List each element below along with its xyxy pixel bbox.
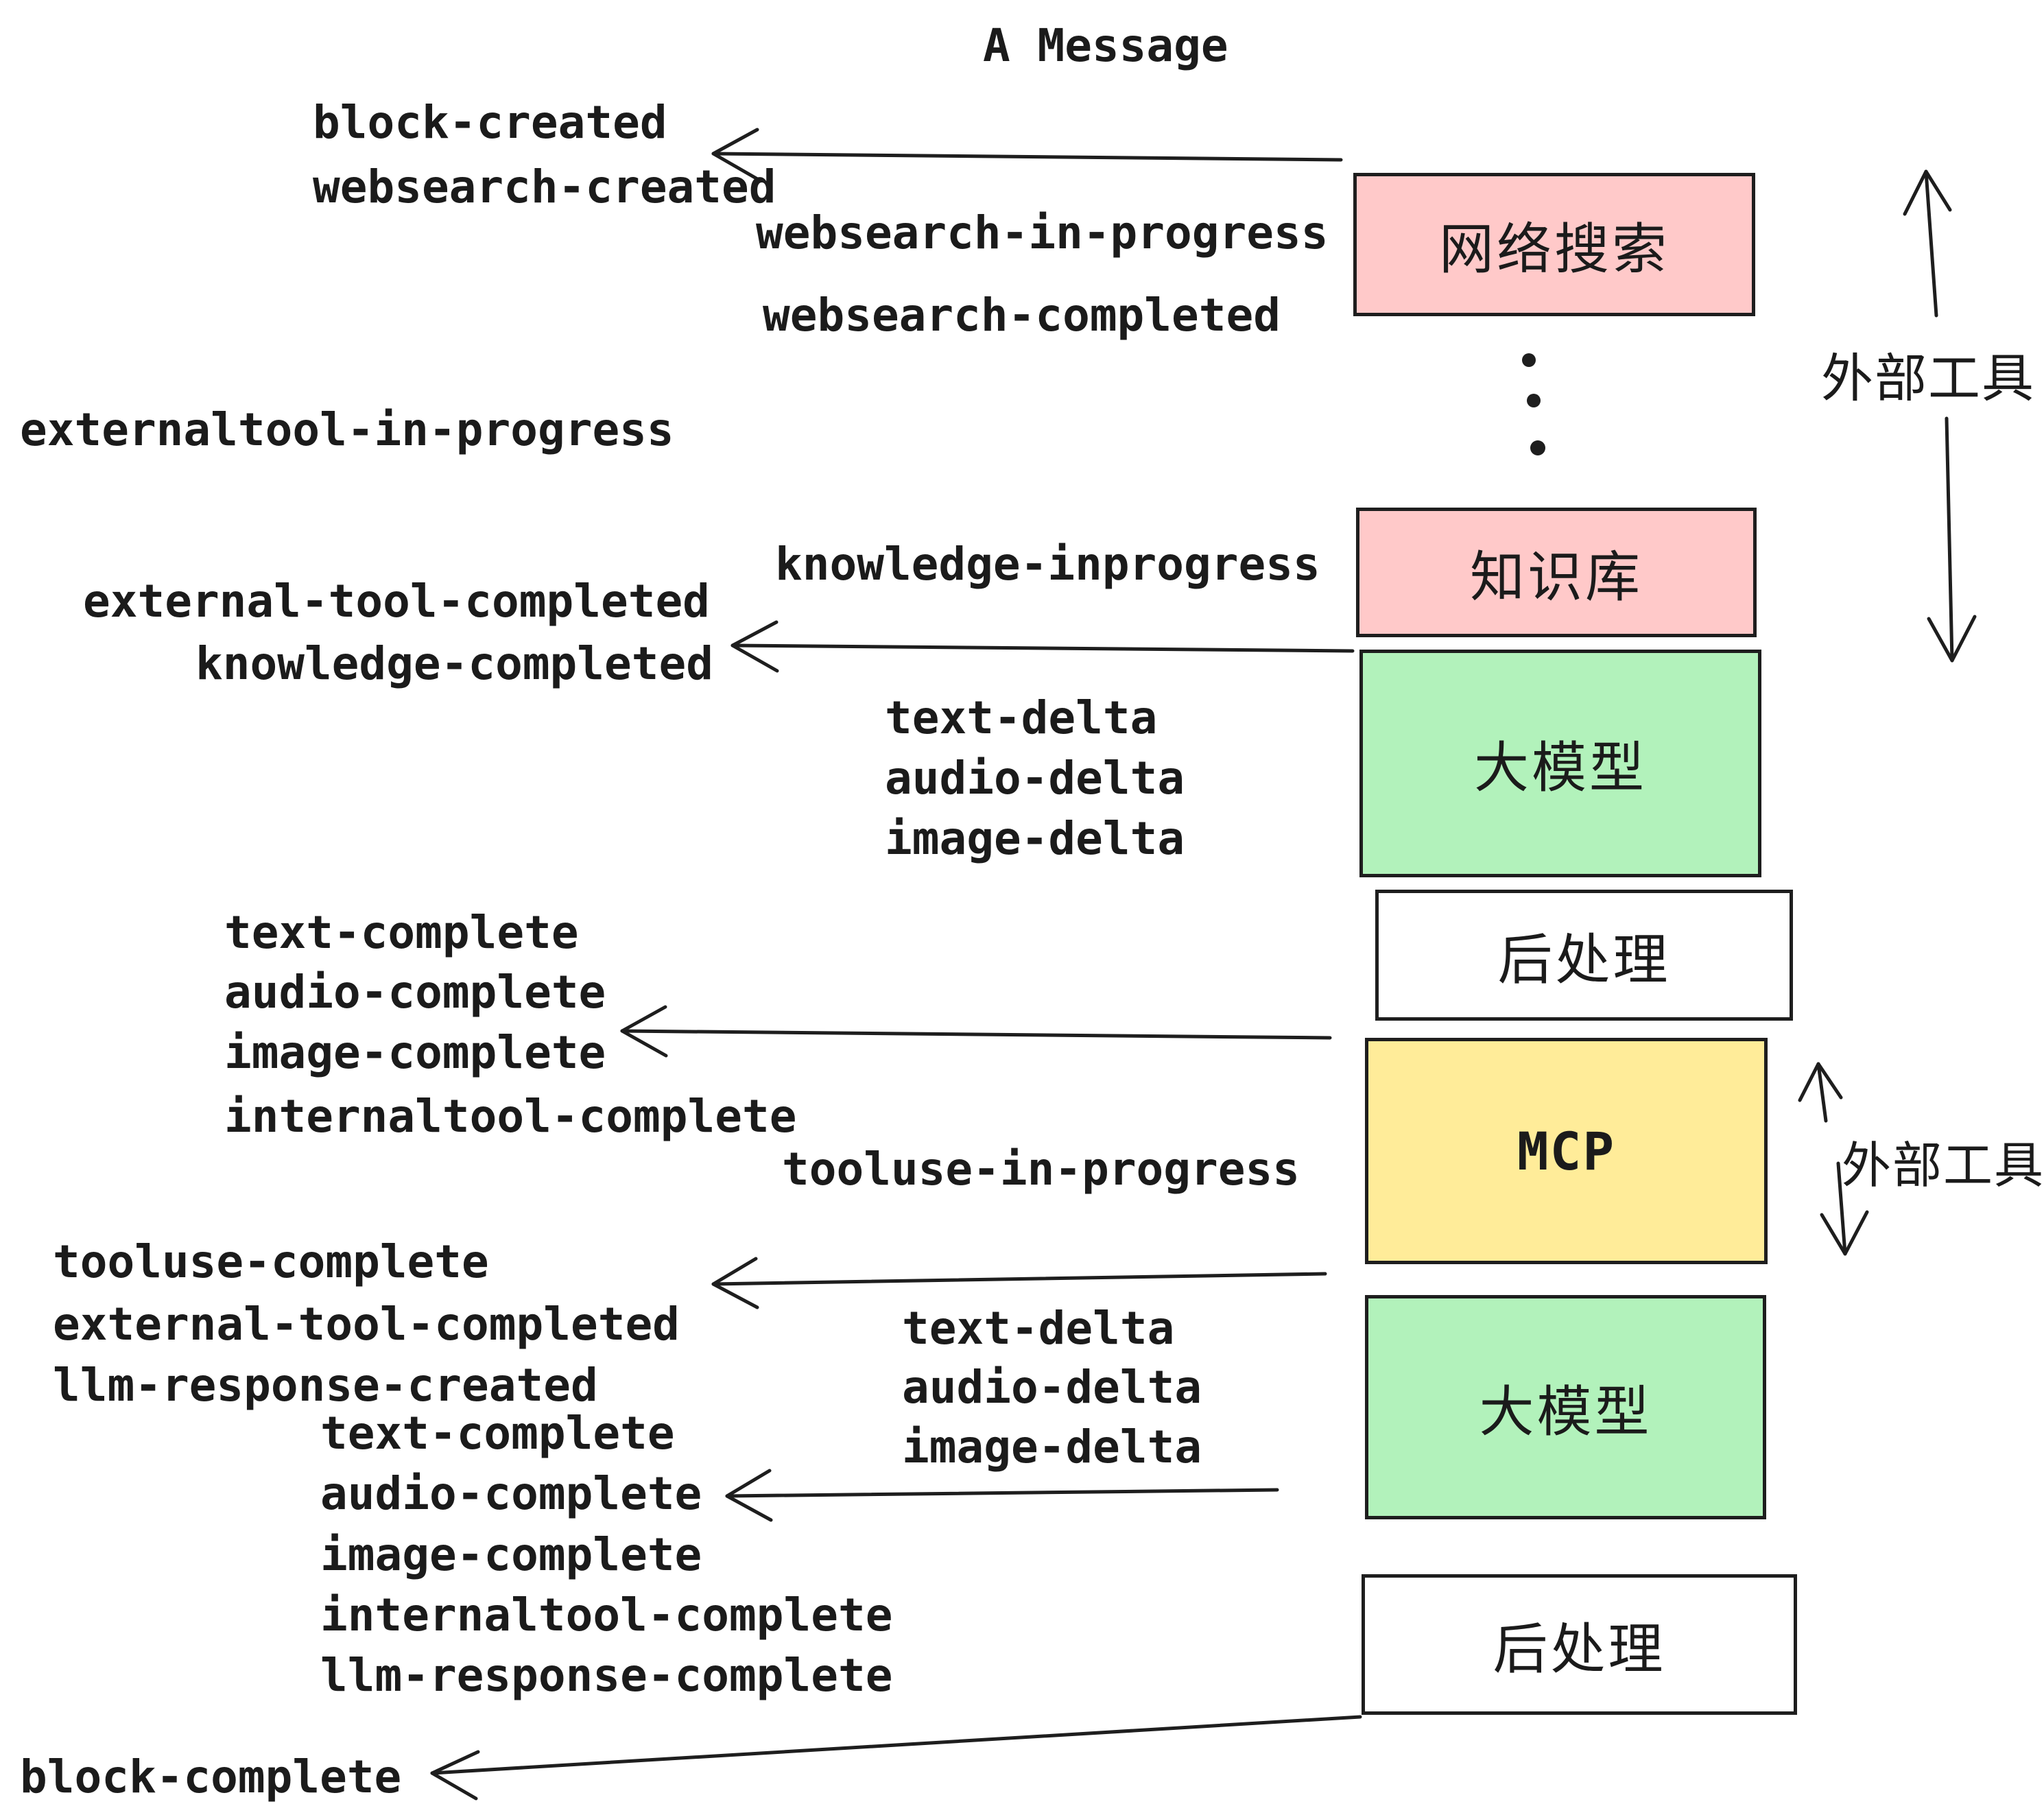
mcp-down-arrow xyxy=(1820,1161,1869,1256)
arrow-to-websearch-created xyxy=(711,128,1343,182)
arrow-to-audio-complete xyxy=(725,1469,1279,1522)
box-postprocess-2: 后处理 xyxy=(1362,1574,1797,1715)
event-label-image-delta-1: image-delta xyxy=(885,812,1185,865)
event-label-websearch-in-progress: websearch-in-progress xyxy=(756,206,1329,259)
event-label-external-tool-completed: external-tool-completed xyxy=(83,575,710,628)
event-label-text-delta-1: text-delta xyxy=(885,691,1158,744)
box-llm-2-label: 大模型 xyxy=(1479,1381,1652,1443)
event-label-externaltool-in-progress: externaltool-in-progress xyxy=(20,403,674,456)
arrow-to-image-complete xyxy=(620,1005,1332,1058)
event-label-audio-complete-2: audio-complete xyxy=(320,1467,702,1520)
event-label-tooluse-complete: tooluse-complete xyxy=(53,1235,489,1288)
event-label-text-delta-2: text-delta xyxy=(902,1302,1175,1355)
event-label-tooluse-in-progress: tooluse-in-progress xyxy=(782,1143,1300,1196)
box-websearch: 网络搜索 xyxy=(1353,173,1755,316)
event-label-internaltool-complete-2: internaltool-complete xyxy=(320,1589,893,1641)
box-mcp-label: MCP xyxy=(1517,1120,1616,1182)
event-label-llm-response-created: llm-response-created xyxy=(53,1359,598,1412)
mcp-up-arrow xyxy=(1798,1062,1843,1123)
box-postprocess-1-label: 后处理 xyxy=(1497,929,1671,990)
arrow-to-block-complete xyxy=(430,1715,1362,1801)
box-knowledge: 知识库 xyxy=(1356,508,1757,637)
event-label-text-complete-2: text-complete xyxy=(320,1407,675,1460)
event-label-internaltool-complete-1: internaltool-complete xyxy=(224,1090,797,1143)
event-label-audio-complete-1: audio-complete xyxy=(224,966,606,1019)
box-postprocess-1: 后处理 xyxy=(1375,890,1793,1021)
page-title: A Message xyxy=(983,19,1228,72)
box-postprocess-2-label: 后处理 xyxy=(1493,1618,1666,1680)
box-mcp: MCP xyxy=(1365,1038,1768,1264)
event-label-external-tool-completed-2: external-tool-completed xyxy=(53,1298,680,1351)
event-label-llm-response-complete: llm-response-complete xyxy=(320,1649,893,1702)
external-tools-label-1: 外部工具 xyxy=(1821,350,2035,408)
external-tools-up-arrow xyxy=(1903,169,1952,318)
event-label-knowledge-inprogress: knowledge-inprogress xyxy=(775,538,1320,591)
box-llm-1: 大模型 xyxy=(1359,650,1761,877)
ellipsis-dots-icon xyxy=(1522,353,1545,455)
event-label-block-complete: block-complete xyxy=(20,1750,402,1803)
event-label-audio-delta-1: audio-delta xyxy=(885,752,1185,805)
event-label-text-complete-1: text-complete xyxy=(224,906,579,959)
box-llm-1-label: 大模型 xyxy=(1474,737,1647,798)
event-label-audio-delta-2: audio-delta xyxy=(902,1361,1202,1414)
event-label-image-complete-2: image-complete xyxy=(320,1528,702,1581)
external-tools-down-arrow xyxy=(1927,416,1977,663)
event-label-image-delta-2: image-delta xyxy=(902,1421,1202,1473)
arrow-to-knowledge-completed xyxy=(730,620,1355,673)
event-label-websearch-created: websearch-created xyxy=(313,161,776,213)
box-llm-2: 大模型 xyxy=(1365,1295,1766,1519)
event-label-websearch-completed: websearch-completed xyxy=(763,289,1281,342)
event-label-image-complete-1: image-complete xyxy=(224,1026,606,1079)
box-knowledge-label: 知识库 xyxy=(1470,546,1643,608)
box-websearch-label: 网络搜索 xyxy=(1439,218,1669,280)
event-label-knowledge-completed: knowledge-completed xyxy=(195,637,713,690)
event-label-block-created: block-created xyxy=(313,96,667,149)
arrow-to-tooluse-complete xyxy=(711,1257,1327,1309)
external-tools-label-2: 外部工具 xyxy=(1842,1139,2044,1194)
